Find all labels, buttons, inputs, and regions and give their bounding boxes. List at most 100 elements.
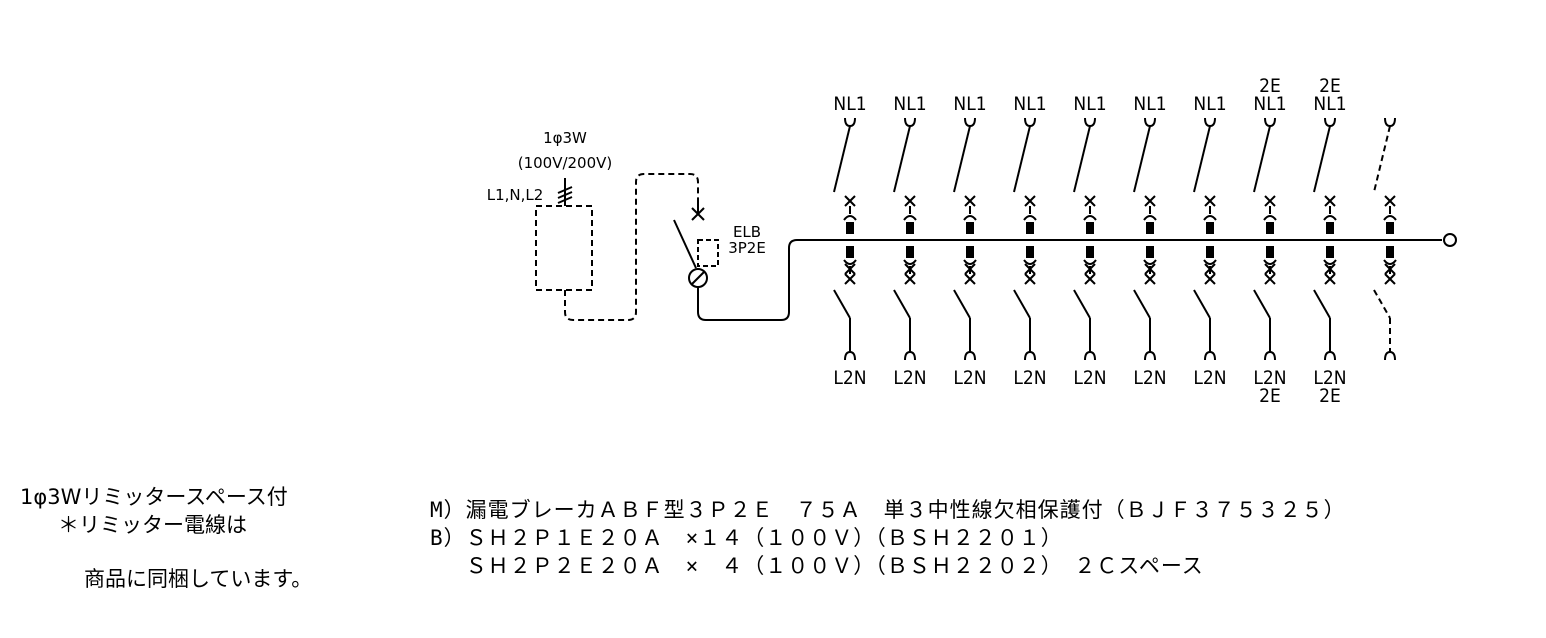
trip-element xyxy=(1386,222,1394,234)
branch-top-label: NL1 xyxy=(1193,93,1226,115)
trip-element xyxy=(1266,222,1274,234)
trip-element xyxy=(966,222,974,234)
bottom-switch-blade xyxy=(833,289,851,319)
branch-bottom-label: L2N xyxy=(1073,367,1106,389)
bottom-terminal-icon xyxy=(1384,350,1396,361)
trip-element xyxy=(1146,222,1154,234)
branch-breaker-5 xyxy=(1073,117,1097,361)
top-switch-blade xyxy=(1373,125,1391,193)
bottom-switch-blade xyxy=(1373,289,1391,319)
branch-breaker-2 xyxy=(893,117,917,361)
bottom-switch-blade xyxy=(1073,289,1091,319)
top-terminal-icon xyxy=(1144,117,1156,128)
supply-voltage-label: (100V/200V) xyxy=(518,154,613,172)
lower-arc xyxy=(1323,259,1337,265)
bottom-terminal-icon xyxy=(904,350,916,361)
lower-arc xyxy=(1083,259,1097,265)
supply-system-label: 1φ3W xyxy=(543,129,587,147)
lower-arc xyxy=(903,259,917,265)
branch-top-label: NL1 xyxy=(1253,93,1286,115)
bottom-terminal-icon xyxy=(1264,350,1276,361)
branch-top-label: NL1 xyxy=(1133,93,1166,115)
branch-top-label: NL1 xyxy=(893,93,926,115)
elb-poles-label: 3P2E xyxy=(728,239,766,257)
branch-bottom-label: 2E xyxy=(1259,385,1281,407)
branch-breaker-6 xyxy=(1133,117,1157,361)
spec-branch-1: B）ＳＨ２Ｐ１Ｅ２０Ａ ×１４（１００Ｖ）（ＢＳＨ２２０１） xyxy=(430,526,1063,550)
top-terminal-icon xyxy=(904,117,916,128)
top-switch-blade xyxy=(1193,125,1211,193)
branch-bottom-label: L2N xyxy=(953,367,986,389)
limiter-note-line3: 商品に同梱しています。 xyxy=(84,567,313,591)
top-terminal-icon xyxy=(1384,117,1396,128)
branch-bottom-label: L2N xyxy=(1013,367,1046,389)
top-switch-blade xyxy=(1013,125,1031,193)
bottom-switch-blade xyxy=(1133,289,1151,319)
top-terminal-icon xyxy=(964,117,976,128)
top-terminal-icon xyxy=(844,117,856,128)
bottom-switch-blade xyxy=(953,289,971,319)
limiter-note-line1: 1φ3Wリミッタースペース付 xyxy=(20,485,288,509)
bottom-switch-blade xyxy=(1013,289,1031,319)
top-terminal-icon xyxy=(1264,117,1276,128)
limiter-note-line2: ＊リミッター電線は xyxy=(58,513,247,537)
branch-top-label: NL1 xyxy=(1313,93,1346,115)
main-bus-wire xyxy=(697,239,1442,321)
branch-top-label: 2E xyxy=(1259,75,1281,97)
upper-arc xyxy=(1023,215,1037,221)
branch-bottom-label: 2E xyxy=(1319,385,1341,407)
trip-element xyxy=(1026,222,1034,234)
branch-bottom-label: L2N xyxy=(1133,367,1166,389)
lower-arc xyxy=(843,259,857,265)
top-switch-blade xyxy=(1313,125,1331,193)
lower-arc xyxy=(1203,259,1217,265)
upper-arc xyxy=(843,215,857,221)
top-switch-blade xyxy=(1073,125,1091,193)
branch-breaker-8 xyxy=(1253,117,1277,361)
top-terminal-icon xyxy=(1084,117,1096,128)
branch-breaker-1 xyxy=(833,117,857,361)
limiter-dashed-wire xyxy=(564,173,699,321)
trip-element xyxy=(846,222,854,234)
branch-bottom-label: L2N xyxy=(1193,367,1226,389)
branch-top-label: NL1 xyxy=(1013,93,1046,115)
branch-bottom-label: L2N xyxy=(1253,367,1286,389)
bottom-switch-blade xyxy=(1313,289,1331,319)
top-switch-blade xyxy=(1253,125,1271,193)
bottom-terminal-icon xyxy=(844,350,856,361)
bottom-terminal-icon xyxy=(1324,350,1336,361)
bottom-terminal-icon xyxy=(1144,350,1156,361)
bottom-switch-blade xyxy=(893,289,911,319)
branch-breaker-4 xyxy=(1013,117,1037,361)
branch-breaker-9 xyxy=(1313,117,1337,361)
spec-main-breaker: M）漏電ブレーカＡＢＦ型３Ｐ２Ｅ ７５Ａ 単３中性線欠相保護付（ＢＪＦ３７５３２… xyxy=(430,498,1346,522)
top-terminal-icon xyxy=(1324,117,1336,128)
bottom-terminal-icon xyxy=(1084,350,1096,361)
lower-arc xyxy=(1383,259,1397,265)
lower-arc xyxy=(963,259,977,265)
elb-switch-blade xyxy=(673,219,697,269)
branch-top-label: NL1 xyxy=(953,93,986,115)
elb-label: ELB xyxy=(733,223,761,241)
lower-arc xyxy=(1023,259,1037,265)
trip-element xyxy=(1086,222,1094,234)
upper-arc xyxy=(963,215,977,221)
trip-element xyxy=(1326,222,1334,234)
spec-branch-2: ＳＨ２Ｐ２Ｅ２０Ａ × ４（１００Ｖ）（ＢＳＨ２２０２） ２Ｃスペース xyxy=(430,554,1204,578)
top-switch-blade xyxy=(1133,125,1151,193)
lower-arc xyxy=(1143,259,1157,265)
upper-arc xyxy=(1383,215,1397,221)
branch-top-label: NL1 xyxy=(1073,93,1106,115)
branch-breaker-7 xyxy=(1193,117,1217,361)
branch-bottom-label: L2N xyxy=(1313,367,1346,389)
upper-arc xyxy=(903,215,917,221)
bottom-terminal-icon xyxy=(1204,350,1216,361)
upper-arc xyxy=(1263,215,1277,221)
branch-top-label: NL1 xyxy=(833,93,866,115)
top-terminal-icon xyxy=(1024,117,1036,128)
top-terminal-icon xyxy=(1204,117,1216,128)
bottom-switch-blade xyxy=(1193,289,1211,319)
lower-arc xyxy=(1263,259,1277,265)
